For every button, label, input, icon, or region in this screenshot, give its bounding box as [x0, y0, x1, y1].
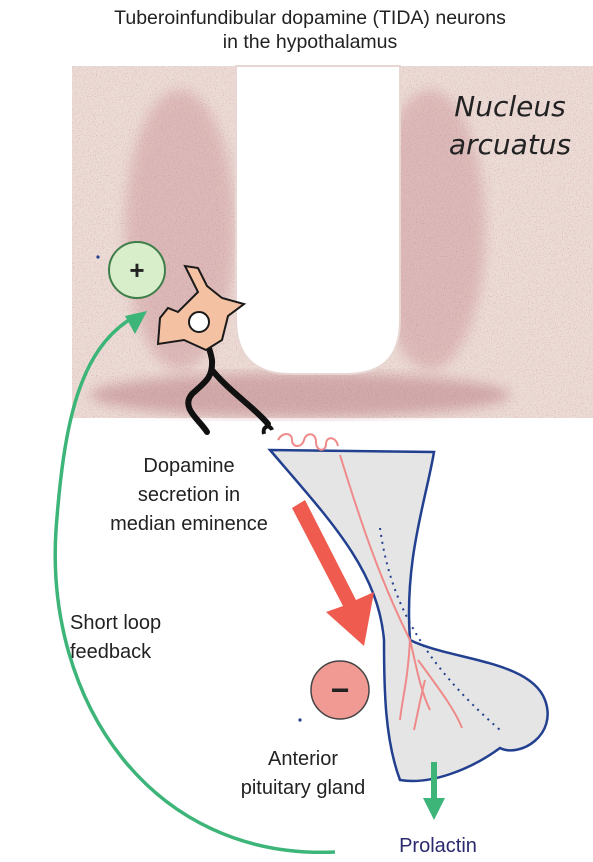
- region-label-line-2: arcuatus: [430, 126, 590, 164]
- anterior-pituitary-label: Anterior pituitary gland: [218, 745, 388, 803]
- region-label-line-1: Nucleus: [430, 88, 590, 126]
- speck: [96, 255, 99, 258]
- pituitary-gland: [270, 434, 548, 781]
- dopamine-secretion-label: Dopamine secretion in median eminence: [84, 452, 294, 539]
- feedback-label-line-2: feedback: [70, 638, 210, 667]
- dopamine-label-line-2: secretion in: [84, 481, 294, 510]
- diagram-title: Tuberoinfundibular dopamine (TIDA) neuro…: [40, 6, 580, 54]
- plus-symbol: +: [117, 255, 157, 285]
- pituitary-label-line-2: pituitary gland: [218, 774, 388, 803]
- prolactin-arrowhead: [423, 798, 445, 820]
- speck: [298, 718, 301, 721]
- prolactin-label: Prolactin: [378, 833, 498, 859]
- dopamine-label-line-3: median eminence: [84, 510, 294, 539]
- dopamine-label-line-1: Dopamine: [84, 452, 294, 481]
- third-ventricle: [236, 66, 400, 374]
- neuron-nucleus: [189, 312, 209, 332]
- title-line-2: in the hypothalamus: [40, 30, 580, 54]
- median-eminence-coils: [278, 434, 338, 450]
- pituitary-label-line-1: Anterior: [218, 745, 388, 774]
- minus-symbol: −: [320, 672, 360, 708]
- title-line-1: Tuberoinfundibular dopamine (TIDA) neuro…: [40, 6, 580, 30]
- short-loop-feedback-label: Short loop feedback: [70, 609, 210, 667]
- feedback-label-line-1: Short loop: [70, 609, 210, 638]
- region-label: Nucleus arcuatus: [430, 88, 590, 164]
